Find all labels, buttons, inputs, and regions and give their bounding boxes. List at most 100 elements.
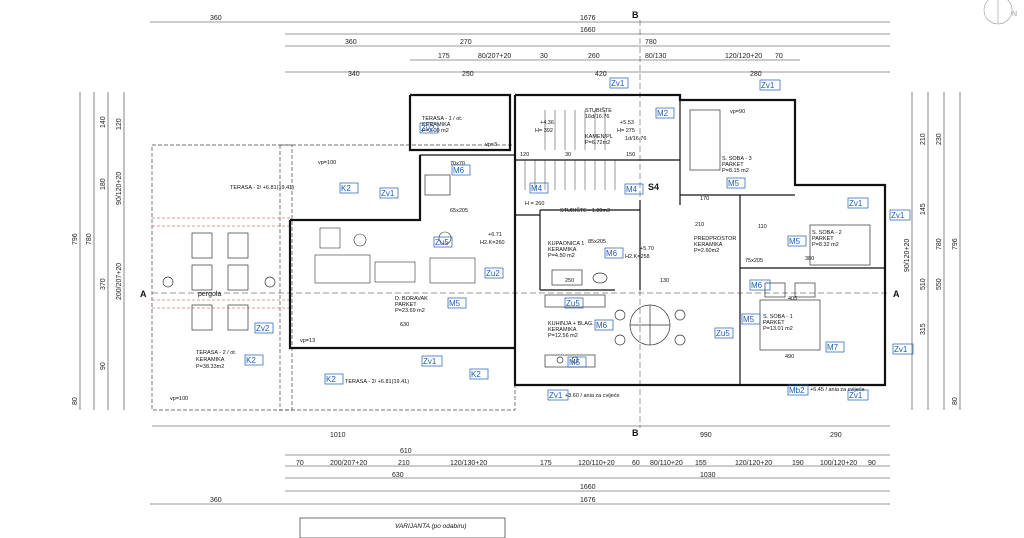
tag-zv2-b: Zv2 [256,324,270,333]
room-predprostor-floor: KERAMIKA [694,242,723,248]
room-kuhinja-area: P=12.56 m2 [548,333,578,339]
dim-right-3: 145 [920,203,927,215]
height-3: H2.K=260 [480,240,505,246]
dim-top-4-a: 175 [438,53,450,60]
dimension-lines-top [150,21,890,73]
dim-bot-1-b: 1010 [330,432,346,439]
room-predprostor-name: PREDPROSTOR [694,236,736,242]
dim-left-5: 180 [100,178,107,190]
dim-left-1: 796 [72,233,79,245]
tag-m6-d: M6 [606,249,618,258]
tag-m4-b: M4 [626,185,638,194]
room-ssoba3-floor: PARKET [722,162,744,168]
dim-right-9: 315 [920,323,927,335]
tag-zv1-i: Zv1 [849,391,863,400]
room-labels: TERASA - 1 / ot. KERAMIKA P=3.00 m2 STUB… [196,107,842,385]
dim-bot-3-f: 120/110+20 [578,460,615,467]
dim-top-2: 1660 [580,27,596,34]
room-ssoba3-area: P=8.15 m2 [722,168,749,174]
dim-bot-3-m: 90 [868,460,876,467]
tag-zu5-c: Zu5 [716,329,730,338]
pergola-label: pergola [198,291,221,298]
compass-icon [983,0,1013,25]
tag-m7-a: M7 [827,343,839,352]
dimension-lines-bottom [150,425,890,505]
tag-zv2-a: Zv2 [421,124,435,133]
height-5: H = 260 [525,201,544,207]
room-kupaonica-name: KUPAONICA 1 [548,241,584,247]
dim-bot-5: 1660 [580,484,596,491]
room-stubiste-name: STUBIŠTE [585,107,612,114]
tag-m5-e: M5 [569,358,581,367]
room-ssoba1-area: P=13.01 m2 [763,326,793,332]
tag-k2-d: K2 [326,375,336,384]
tag-zv1-g: Zv1 [423,357,437,366]
tag-mb2: Mb2 [789,386,805,395]
room-boravak-name: D. BORAVAK [395,296,428,302]
dim-bot-1-d: 990 [700,432,712,439]
tag-m5-a: M5 [728,179,740,188]
dim-top-3-a: 360 [345,39,357,46]
dim-bot-3-h: 80/110+20 [650,460,683,467]
dimension-lines-left [79,92,125,410]
dim-top-1-a: 360 [210,15,222,22]
interior-walls [420,100,885,385]
dim-left-6: 90/120+20 [116,172,123,205]
dim-top-3-c: 780 [645,39,657,46]
column-left [162,276,174,288]
compass-label: N [1012,11,1017,18]
room-terasa1-area: P=3.00 m2 [422,128,449,134]
room-terasa1-floor: KERAMIKA [422,122,451,128]
tag-k2-c: K2 [471,370,481,379]
terrace-outline [151,144,516,411]
inner-12: 150 [626,152,635,158]
stair-label-3: STUBIŠTE - 1.80m2 [560,207,610,214]
dim-left-10: 80 [72,397,79,405]
dim-bot-3-a: 70 [296,460,304,467]
dim-top-1-b: 1676 [580,15,596,22]
dim-bot-4-b: 1030 [700,472,716,479]
vp-notes: vp=100 vp=90 vp=3 vp=13 vp=100 [170,109,745,402]
level-3: +6.71 [488,232,502,238]
material-tag-text: Zv2 Zv1 Zv1 K2 Zv1 M6 M4 M4 M5 M5 Zv1 Zv… [246,79,908,400]
beds [689,109,871,351]
tag-m5-d: M5 [743,315,755,324]
room-terasa2left-name: TERASA - 2 / ot. [196,350,237,356]
section-b-top: B [632,10,639,20]
level-4: +5.70 [640,246,654,252]
dim-left-2: 780 [86,233,93,245]
tag-zu5-a: Zu5 [435,238,449,247]
level-5: +3.60 / ania za cvijeće [565,393,620,399]
dim-bot-3-b: 200/207+20 [330,460,367,467]
dim-bot-3-e: 175 [540,460,552,467]
inner-4: 490 [785,354,794,360]
vp-b: vp=90 [730,109,745,115]
pergola-panels [191,232,249,331]
pergola-structure [152,217,290,309]
dim-bot-3-d: 120/130+20 [450,460,487,467]
dim-left-4: 120 [116,118,123,130]
dim-right-6: 90/120+20 [904,239,911,272]
dim-bot-3-c: 210 [398,460,410,467]
living-furniture [314,227,476,284]
tag-k2-b: K2 [246,356,256,365]
stair-label-2: 1d/16.76 [625,136,646,142]
room-stubiste-area: P=6.72m2 [585,140,610,146]
room-terasa2left-area: P=38.33m2 [196,364,224,370]
room-ssoba2-area: P=8.32 m2 [812,242,839,248]
height-4: H2.K=258 [625,254,650,260]
tag-zv1-f: Zv1 [894,345,908,354]
material-tags [244,77,914,401]
dim-top-5-f: 420 [595,71,607,78]
dim-left-7: 370 [100,278,107,290]
staircase [524,110,616,190]
level-1: +4.36 [540,120,554,126]
inner-7: 250 [565,278,574,284]
door-dimensions: 70x70 65x205 75x205 85x205 [450,161,763,264]
dim-left-3: 140 [100,116,107,128]
room-ssoba2-name: S. SOBA - 2 [812,230,842,236]
room-kuhinja-name: KUHINJA + BLAG. [548,321,594,327]
tag-zv1-a: Zv1 [611,79,625,88]
tag-m4-a: M4 [531,184,543,193]
tag-zu5-b: Zu5 [566,299,580,308]
